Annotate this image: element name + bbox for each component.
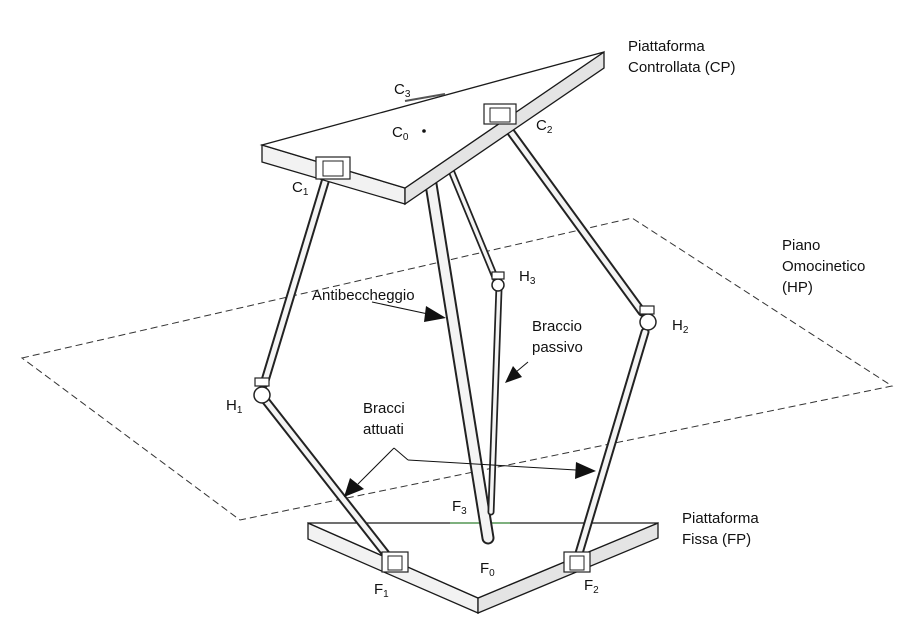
point-label-h2: H2: [672, 317, 689, 336]
leg-1: [253, 167, 398, 568]
antibeccheggio-label: Antibeccheggio: [312, 287, 415, 304]
point-label-c2: C2: [536, 117, 553, 136]
braccio-passivo-label-line2: passivo: [532, 339, 583, 356]
joint-f1: [381, 551, 409, 573]
point-label-c3: C3: [394, 81, 411, 100]
hp-label-line2: Omocinetico: [782, 258, 865, 275]
homokinetic-plane: [20, 217, 894, 521]
joint-f2: [563, 551, 591, 573]
point-label-f1: F1: [374, 581, 389, 600]
bracci-attuati-arrows: [344, 447, 596, 497]
bracci-attuati-label-line2: attuati: [363, 421, 404, 438]
hp-label-line3: (HP): [782, 279, 813, 296]
braccio-passivo-label-line1: Braccio: [532, 318, 582, 335]
fp-label-line2: Fissa (FP): [682, 531, 751, 548]
point-label-c0: C0: [392, 124, 409, 143]
controlled-platform: [259, 50, 605, 206]
leg-2: [497, 115, 657, 565]
joint-c1: [315, 156, 351, 180]
point-label-h1: H1: [226, 397, 243, 416]
bracci-attuati-label-line1: Bracci: [363, 400, 405, 417]
fp-label-line1: Piattaforma: [682, 510, 759, 527]
leg-3: [446, 164, 505, 516]
point-label-f2: F2: [584, 577, 599, 596]
joint-h1: [253, 386, 271, 404]
joint-h2: [639, 313, 657, 331]
antibeccheggio-arrow: [371, 301, 446, 322]
hp-label-line1: Piano: [782, 237, 820, 254]
point-label-c1: C1: [292, 179, 309, 198]
braccio-passivo-arrow: [505, 361, 529, 383]
passive-arm: [423, 171, 495, 545]
point-label-f3: F3: [452, 498, 467, 517]
cp-label-line2: Controllata (CP): [628, 59, 736, 76]
joint-c2: [483, 103, 517, 125]
point-label-f0: F0: [480, 560, 495, 579]
point-label-h3: H3: [519, 268, 536, 287]
cp-label-line1: Piattaforma: [628, 38, 705, 55]
joint-h3: [491, 278, 505, 292]
